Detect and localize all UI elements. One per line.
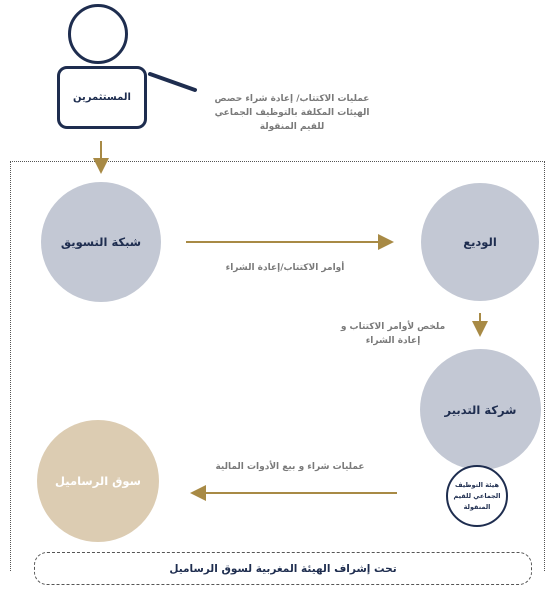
supervision-label: تحت إشراف الهيئة المغربية لسوق الرساميل	[169, 562, 397, 575]
investor-note-line: للقيم المنقولة	[259, 122, 325, 132]
investor-box: المستثمرين	[57, 66, 147, 129]
capital-market-node: سوق الرساميل	[37, 420, 159, 542]
investor-head-icon	[68, 4, 128, 64]
edge-label-trading: عمليات شراء و بيع الأدوات المالية	[215, 462, 365, 472]
marketing-network-label: شبكة التسويق	[60, 235, 142, 249]
depositary-label: الوديع	[463, 235, 497, 249]
badge-line: هيئة التوظيف	[455, 480, 499, 489]
depositary-node: الوديع	[421, 183, 539, 301]
ucits-badge: هيئة التوظيف الجماعي للقيم المنقولة	[446, 465, 508, 527]
management-company-node: شركة التدبير	[420, 349, 541, 470]
management-company-label: شركة التدبير	[444, 402, 517, 417]
edge-label-summary-line: ملخص لأوامر الاكتتاب و	[340, 322, 446, 332]
edge-label-summary: ملخص لأوامر الاكتتاب و إعادة الشراء	[318, 320, 468, 348]
investor-note: عمليات الاكتتاب/ إعادة شراء حصص الهيئات …	[192, 92, 392, 134]
marketing-network-node: شبكة التسويق	[41, 182, 161, 302]
edge-label-summary-line: إعادة الشراء	[365, 336, 421, 346]
investor-note-line: عمليات الاكتتاب/ إعادة شراء حصص	[214, 94, 370, 104]
edge-label-orders: أوامر الاكتتاب/إعادة الشراء	[225, 263, 345, 273]
badge-line: الجماعي للقيم	[453, 491, 501, 500]
supervision-frame	[10, 161, 545, 571]
investor-label: المستثمرين	[73, 92, 131, 103]
investor-note-line: الهيئات المكلفة بالتوظيف الجماعي	[214, 108, 370, 118]
badge-line: المنقولة	[463, 502, 491, 511]
investor-arm-line	[148, 72, 197, 92]
supervision-banner: تحت إشراف الهيئة المغربية لسوق الرساميل	[34, 552, 532, 585]
capital-market-label: سوق الرساميل	[55, 474, 141, 488]
